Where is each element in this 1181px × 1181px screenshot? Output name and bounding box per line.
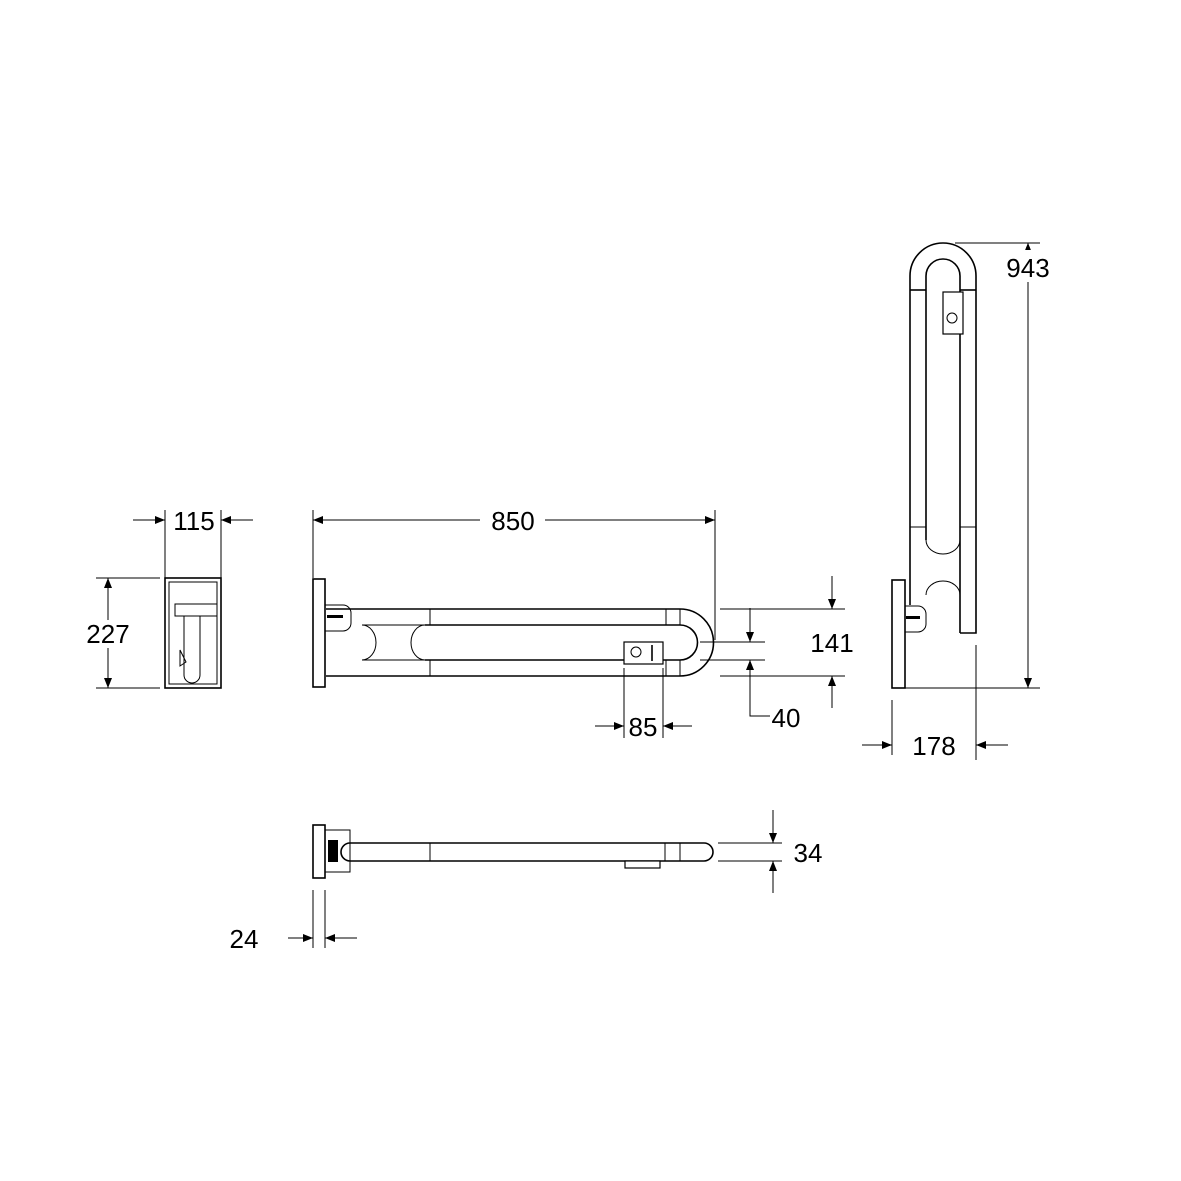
dimension-length: 850	[312, 506, 716, 640]
dimension-tube-gap: 40	[700, 608, 800, 733]
release-button-icon	[946, 312, 958, 324]
dimension-clip-width: 85	[595, 668, 692, 742]
dim-label-40: 40	[772, 703, 801, 733]
dimension-overall-height: 141	[720, 576, 854, 708]
dim-label-178: 178	[912, 731, 955, 761]
dim-label-34: 34	[794, 838, 823, 868]
dimension-front-height: 227	[86, 577, 160, 689]
top-view	[312, 824, 714, 879]
dimension-folded-depth: 178	[862, 645, 1008, 761]
side-view	[312, 578, 715, 688]
dim-label-943: 943	[1006, 253, 1049, 283]
front-view	[164, 577, 222, 689]
release-button-icon	[630, 646, 642, 658]
dim-label-141: 141	[810, 628, 853, 658]
dimension-front-width: 115	[133, 506, 253, 578]
dim-label-85: 85	[629, 712, 658, 742]
dimension-tube-diameter: 34	[718, 810, 822, 893]
dim-label-227: 227	[86, 619, 129, 649]
dim-label-115: 115	[173, 506, 214, 536]
dimension-folded-height: 943	[905, 242, 1054, 689]
folded-up-view	[891, 242, 977, 689]
dimension-plate-thickness: 24	[230, 890, 357, 954]
dim-label-850: 850	[491, 506, 534, 536]
dim-label-24: 24	[230, 924, 259, 954]
